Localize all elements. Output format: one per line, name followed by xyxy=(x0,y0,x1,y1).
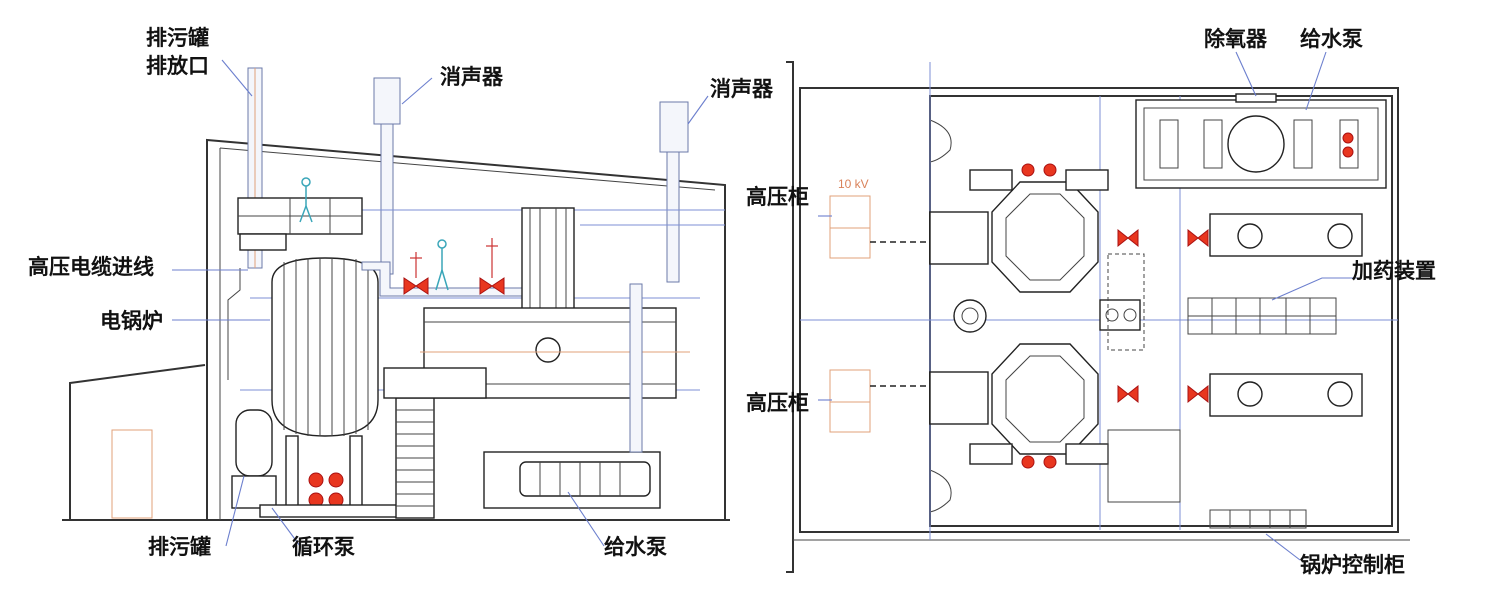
drain-tank-base xyxy=(231,475,277,509)
drain-tank-vessel xyxy=(235,409,273,477)
label-electric-boiler: 电锅炉 xyxy=(100,309,163,333)
muffler-right xyxy=(659,101,689,153)
muffler-left xyxy=(373,77,401,125)
deaerator-top-rail xyxy=(1235,93,1277,103)
tank-manhole xyxy=(535,337,561,363)
plan-outer-wall xyxy=(799,87,1399,533)
left-section-view: 排污罐 排放口 消声器 消声器 高压电缆进线 电锅炉 排污罐 循环泵 给水泵 xyxy=(28,26,774,559)
label-deaerator: 除氧器 xyxy=(1204,27,1268,51)
label-hv-cabinet-1: 高压柜 xyxy=(746,185,809,209)
label-drain-outlet-2: 排放口 xyxy=(146,54,209,78)
label-circulation-pump: 循环泵 xyxy=(292,535,355,559)
leader-drain-outlet xyxy=(221,59,253,97)
deaerator-plan-circle xyxy=(1227,115,1285,173)
muffler-right-pipe xyxy=(666,151,680,283)
pipe-valves xyxy=(403,238,505,295)
platform-box xyxy=(239,233,287,251)
label-boiler-control-cabinet: 锅炉控制柜 xyxy=(1300,553,1405,577)
leader-muffler-2 xyxy=(687,95,709,125)
boiler-plan-2 xyxy=(929,343,1109,469)
deaerator-column xyxy=(521,207,575,313)
roof-inner-line xyxy=(219,147,716,191)
feed-pump-outlet xyxy=(629,283,643,453)
steam-pipe xyxy=(361,261,541,297)
mid-platform xyxy=(383,367,487,399)
leader-drain-tank xyxy=(225,475,245,547)
right-plan-view: 10 kV xyxy=(746,27,1436,577)
door-arc-bottom xyxy=(929,469,952,513)
door-arc-top xyxy=(929,119,952,163)
boiler-cable-entry xyxy=(227,268,241,380)
feed-pump-motor xyxy=(519,461,651,497)
electric-boiler-vessel xyxy=(271,257,379,437)
label-feed-pump-left: 给水泵 xyxy=(604,535,667,559)
label-dosing-device: 加药装置 xyxy=(1351,259,1436,283)
hv-cabinet-2 xyxy=(829,369,871,433)
top-feed-pumps xyxy=(1159,119,1359,169)
main-building-wall xyxy=(206,138,726,520)
dosing-area xyxy=(1107,253,1145,351)
service-area xyxy=(1107,429,1181,503)
view-bracket xyxy=(786,61,794,573)
label-muffler-2: 消声器 xyxy=(710,77,774,101)
dosing-device xyxy=(1099,299,1141,331)
feed-pump-plan-1 xyxy=(1117,213,1363,257)
drain-tank-plan xyxy=(953,299,987,333)
boiler-control-cabinet xyxy=(1209,509,1307,529)
boiler-leg-1 xyxy=(285,435,299,507)
worker-figure-1 xyxy=(299,177,313,223)
leader-top-feed-pump xyxy=(1305,51,1327,111)
label-hv-cabinet-2: 高压柜 xyxy=(746,391,809,415)
label-drain-tank: 排污罐 xyxy=(148,535,211,559)
leader-circ-pump xyxy=(271,507,301,547)
circulation-pump-group xyxy=(259,472,401,518)
boiler-ribs xyxy=(283,258,369,436)
label-drain-outlet-1: 排污罐 xyxy=(146,26,209,50)
leader-control-cabinet xyxy=(1265,533,1301,561)
hv-cabinet-1 xyxy=(829,195,871,259)
voltage-tag: 10 kV xyxy=(838,177,869,191)
stairs xyxy=(395,397,435,519)
leader-deaerator xyxy=(1235,51,1257,97)
leader-dosing xyxy=(1271,277,1362,301)
worker-figure-2 xyxy=(435,239,449,291)
boiler-leg-2 xyxy=(349,435,363,507)
muffler-left-pipe xyxy=(380,123,394,275)
annex-cabinet xyxy=(111,429,153,519)
leader-muffler-1 xyxy=(401,77,433,105)
label-feed-pump-right: 给水泵 xyxy=(1300,27,1363,51)
boiler-plan-1 xyxy=(929,163,1109,293)
label-hv-cable-inlet: 高压电缆进线 xyxy=(28,255,154,279)
feed-pump-plan-2 xyxy=(1117,373,1363,417)
leader-feed-pump xyxy=(567,491,605,547)
annex-wall xyxy=(69,364,206,520)
label-muffler-1: 消声器 xyxy=(440,65,504,89)
